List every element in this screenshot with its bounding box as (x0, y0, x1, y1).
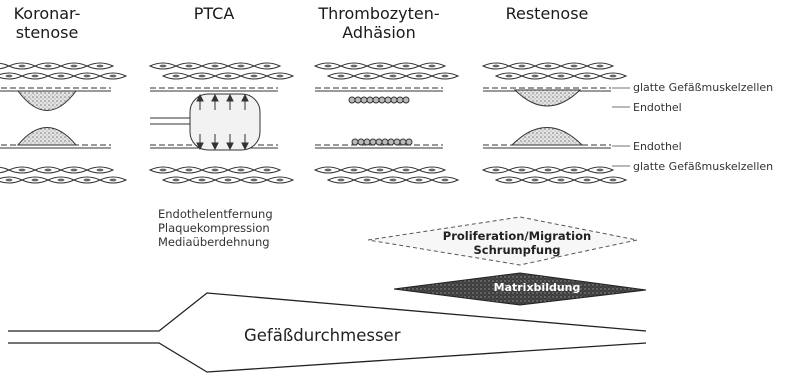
stage-title-stenosis: Koronar- stenose (14, 4, 81, 42)
ptca-effect: Mediaüberdehnung (158, 235, 273, 249)
stage-title-ptca: PTCA (194, 4, 235, 23)
ptca-effect: Plaquekompression (158, 221, 273, 235)
label-top-muscle-cells: glatte Gefäßmuskelzellen (633, 81, 773, 94)
shrinkage-text: Schrumpfung (437, 243, 597, 257)
ptca-effect: Endothelentfernung (158, 207, 273, 221)
proliferation-text: Proliferation/Migration (437, 229, 597, 243)
vessel-cross-sections (0, 63, 626, 183)
label-bottom-muscle-cells: glatte Gefäßmuskelzellen (633, 160, 773, 173)
label-top-endothel: Endothel (633, 101, 682, 114)
arrows-and-lines (612, 88, 630, 166)
vessel-diameter-label: Gefäßdurchmesser (244, 326, 400, 345)
proliferation-label: Proliferation/Migration Schrumpfung (437, 229, 597, 257)
stage-title-restenosis: Restenose (506, 4, 589, 23)
matrix-label: Matrixbildung (477, 281, 597, 294)
stage-title-thrombocyte-adhesion: Thrombozyten- Adhäsion (318, 4, 439, 42)
label-bottom-endothel: Endothel (633, 140, 682, 153)
ptca-effects-list: Endothelentfernung Plaquekompression Med… (158, 207, 273, 249)
